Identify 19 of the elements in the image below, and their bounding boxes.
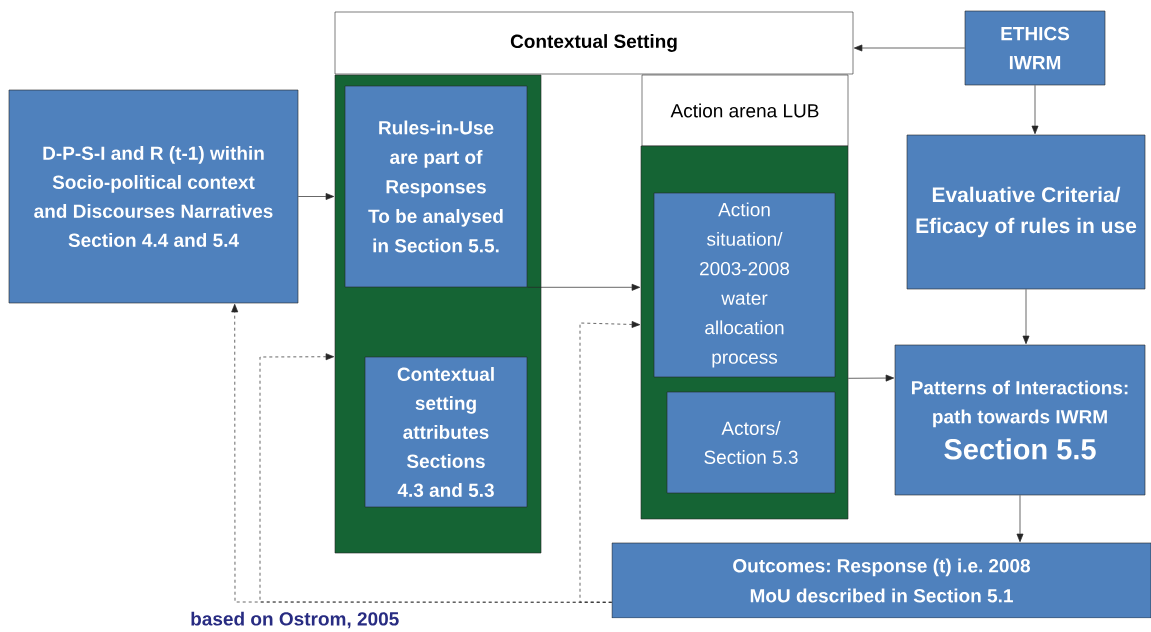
arrow [1016,494,1024,543]
arrow [847,374,895,382]
process-box: Evaluative Criteria/ Eficacy of rules in use [906,134,1146,290]
arrow [297,193,335,200]
dashed-arrow [579,321,641,603]
process-box: Rules-in-Use are part of Responses To be analysed in Section 5.5. [344,85,528,288]
arrow [853,44,966,52]
process-box: Patterns of Interactions: path towards IWRM Section 5.5 [894,344,1146,496]
process-box: Action situation/ 2003-2008 water allocation process [653,192,836,378]
arrow [1031,84,1039,135]
arrow [526,283,641,291]
process-box: D-P-S-I and R (t-1) within Socio-political context and Discourses Narratives Section 4.4 and 5.4 [8,89,299,304]
process-box: ETHICS IWRM [964,10,1106,86]
process-box: Outcomes: Response (t) i.e. 2008 MoU described in Section 5.1 [611,542,1151,619]
source-note: based on Ostrom, 2005 [191,611,399,629]
process-box: Contextual setting attributes Sections 4.3 and 5.3 [364,356,528,508]
heading-box: Action arena LUB [641,74,849,147]
arrow [1022,288,1030,345]
process-box: Actors/ Section 5.3 [666,391,836,494]
